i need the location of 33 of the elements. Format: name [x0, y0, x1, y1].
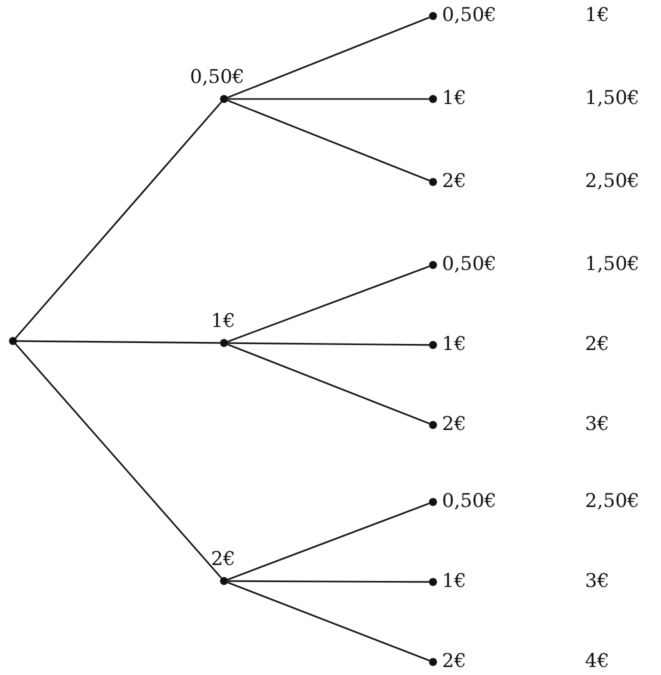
- amount-label: 1€: [442, 335, 466, 354]
- tree-branch: [15, 343, 222, 579]
- total-label: 1,50€: [585, 89, 640, 108]
- amount-label: 1€: [211, 312, 236, 331]
- amount-label: 2€: [442, 652, 466, 671]
- total-label: 4€: [585, 652, 610, 671]
- amount-label: 2€: [442, 415, 466, 434]
- amount-label: 1€: [442, 89, 466, 108]
- tree-branch: [227, 582, 430, 662]
- total-label: 3€: [585, 415, 610, 434]
- total-label: 3€: [585, 572, 610, 591]
- tree-branch: [227, 16, 430, 98]
- amount-label: 0,50€: [442, 492, 496, 511]
- tree-branch: [15, 101, 222, 339]
- total-label: 2€: [585, 335, 610, 354]
- amount-label: 0,50€: [442, 6, 496, 25]
- amount-label: 0,50€: [190, 68, 244, 87]
- amount-label: 2€: [211, 550, 236, 569]
- tree-branch: [227, 344, 430, 424]
- tree-branch: [17, 340, 220, 344]
- tree-branch: [228, 98, 429, 100]
- amount-label: 2€: [442, 172, 466, 191]
- tree-branch: [227, 100, 430, 182]
- total-label: 2,50€: [585, 492, 640, 511]
- amount-label: 0,50€: [442, 255, 496, 274]
- tree-branch: [227, 502, 430, 580]
- total-label: 1,50€: [585, 255, 640, 274]
- total-label: 1€: [585, 6, 610, 25]
- total-label: 2,50€: [585, 172, 640, 191]
- tree-branch: [228, 580, 429, 583]
- tree-branch: [227, 266, 430, 342]
- amount-label: 1€: [442, 572, 466, 591]
- tree-branch: [228, 342, 429, 346]
